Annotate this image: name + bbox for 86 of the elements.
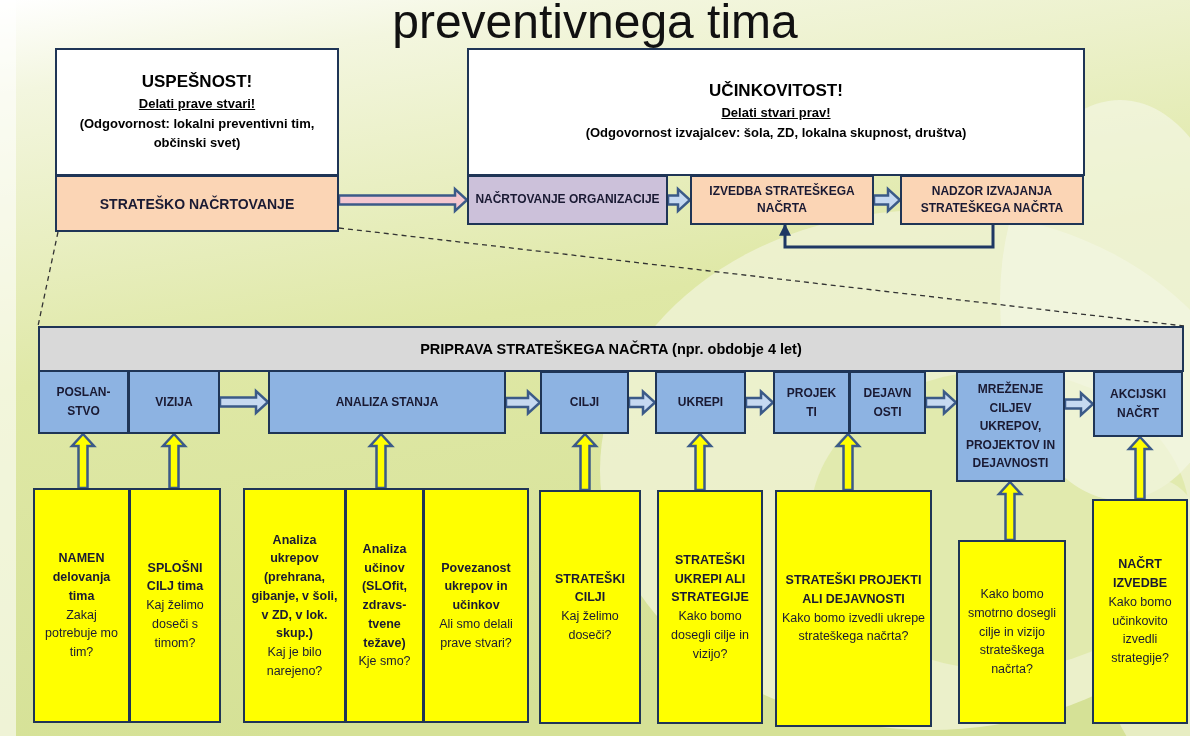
block-arrow [666, 186, 692, 214]
box-label: DEJAVN OSTI [862, 384, 913, 421]
step-box [540, 371, 629, 434]
note-heading: Analiza ukrepov (prehrana, gibanje, v šoli, v ZD, v lok. skup.) [250, 531, 339, 643]
box-label: ANALIZA STANJA [335, 393, 439, 411]
note-card [1092, 499, 1188, 724]
dashed-line [338, 227, 1185, 327]
note-text: Kaj želimo doseči s timom? [145, 597, 205, 652]
process-box [467, 175, 668, 225]
box-label: VIZIJA [155, 393, 193, 411]
step-box [38, 370, 129, 434]
card-title: UČINKOVITOST! [709, 81, 843, 102]
note-text: Ali smo delali prave stvari? [438, 615, 514, 652]
note-text: Kaj je bilo narejeno? [265, 644, 324, 680]
box-label: STRATEŠKO NAČRTOVANJE [99, 195, 295, 212]
step-box [1093, 371, 1183, 437]
note-card [657, 490, 763, 724]
note-text: Kje smo? [358, 653, 411, 671]
block-arrow [872, 186, 902, 214]
note-text: Kako bomo učinkovito izvedli strategije? [1107, 593, 1173, 667]
note-heading: STRATEŠKI UKREPI ALI STRATEGIJE [670, 551, 750, 607]
note-card [539, 490, 641, 724]
note-heading: STRATEŠKI CILJI [554, 570, 626, 607]
block-arrow [218, 388, 270, 416]
note-text: Kaj želimo doseči? [560, 608, 620, 644]
block-arrow [834, 432, 862, 492]
note-text: Kako bomo izvedli ukrepe strateškega načrta? [781, 609, 926, 646]
block-arrow [744, 388, 775, 417]
block-arrow [627, 388, 657, 417]
box-label: UKREPI [677, 394, 724, 412]
block-arrow [571, 432, 599, 492]
slide-title: preventivnega tima [391, 0, 799, 49]
note-text: Zakaj potrebuje mo tim? [44, 606, 119, 661]
note-card [775, 490, 932, 727]
process-box [900, 175, 1084, 225]
note-heading: SPLOŠNI CILJ tima [145, 559, 205, 596]
box-label: MREŽENJE CILJEV UKREPOV, PROJEKTOV IN DEJAVNOSTI [964, 380, 1057, 473]
note-card [129, 488, 221, 723]
box-label: IZVEDBA STRATEŠKEGA NAČRTA [708, 182, 856, 217]
box-label: CILJI [569, 394, 600, 412]
box-label: AKCIJSKI NAČRT [1109, 386, 1167, 422]
box-label: PRIPRAVA STRATEŠKEGA NAČRTA (npr. obdobje 4 let) [420, 341, 802, 357]
note-card [958, 540, 1066, 724]
block-arrow [686, 432, 714, 492]
process-box [55, 175, 339, 232]
block-arrow [367, 432, 395, 490]
step-box [268, 370, 506, 434]
block-arrow [996, 480, 1024, 542]
note-text: Kako bomo smotrno dosegli cilje in vizijo strateškega načrta? [966, 586, 1058, 679]
note-card [243, 488, 346, 723]
header-card [55, 48, 339, 176]
note-card [345, 488, 424, 723]
card-note: (Odgovornost: lokalni preventivni tim, občinski svet) [78, 115, 316, 152]
box-label: POSLAN- STVO [55, 384, 112, 420]
card-subtitle: Delati stvari prav! [721, 105, 831, 121]
note-heading: NAMEN delovanja tima [51, 550, 112, 605]
note-heading: Analiza učinov (SLOfit, zdravs- tvene težave) [360, 540, 409, 652]
step-box [655, 371, 746, 434]
block-arrow [337, 186, 469, 214]
card-note: (Odgovornost izvajalcev: šola, ZD, lokalna skupnost, društva) [585, 124, 967, 143]
process-box [690, 175, 874, 225]
note-heading: STRATEŠKI PROJEKTI ALI DEJAVNOSTI [784, 571, 923, 608]
step-box [128, 370, 220, 434]
step-box [849, 371, 926, 434]
block-arrow [504, 388, 542, 417]
box-label: NADZOR IZVAJANJA STRATEŠKEGA NAČRTA [919, 182, 1065, 217]
note-card [423, 488, 529, 723]
step-box [773, 371, 850, 434]
card-subtitle: Delati prave stvari! [138, 96, 256, 112]
block-arrow [160, 432, 188, 490]
feedback-arrow [779, 223, 995, 249]
dashed-line [37, 231, 59, 327]
note-heading: Povezanost ukrepov in učinkov [440, 559, 512, 615]
note-text: Kako bomo dosegli cilje in vizijo? [670, 608, 750, 663]
box-label: NAČRTOVANJE ORGANIZACIJE [475, 191, 660, 209]
step-box [956, 371, 1065, 482]
card-title: USPEŠNOST! [141, 72, 253, 93]
phase-banner [38, 326, 1184, 372]
header-card [467, 48, 1085, 176]
box-label: PROJEK TI [786, 384, 837, 421]
block-arrow [69, 432, 97, 490]
note-card [33, 488, 130, 723]
block-arrow [924, 388, 958, 417]
note-heading: NAČRT IZVEDBE [1111, 555, 1169, 592]
block-arrow [1063, 390, 1095, 418]
block-arrow [1126, 435, 1154, 501]
